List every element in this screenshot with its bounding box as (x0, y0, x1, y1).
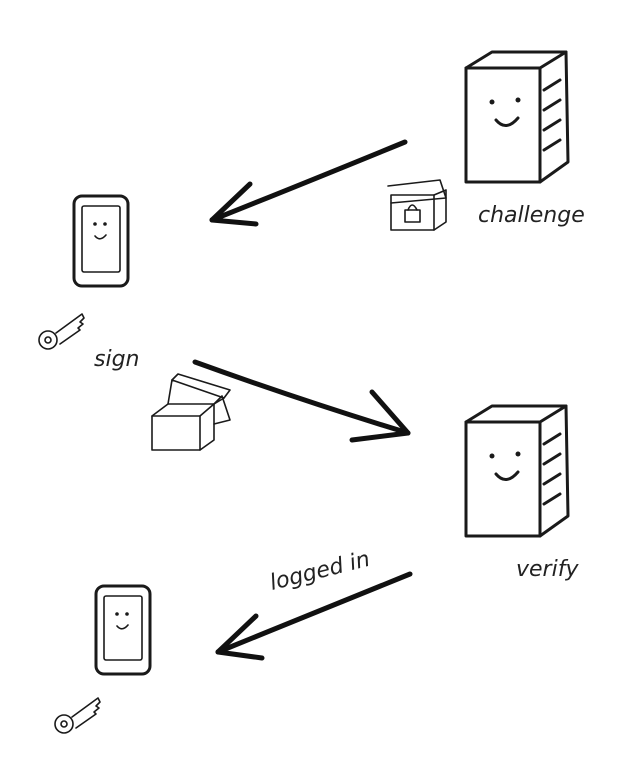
challenge-arrow (209, 139, 408, 227)
key-icon (54, 697, 101, 734)
verify-label: verify (516, 557, 579, 582)
sign-arrow (192, 359, 411, 443)
server-icon (464, 50, 570, 184)
phone-icon (72, 194, 130, 288)
logged-in-label: logged in (267, 547, 372, 596)
phone-icon (94, 584, 152, 676)
locked-box-icon (387, 179, 447, 231)
key-icon (38, 313, 85, 350)
sign-label: sign (94, 347, 139, 372)
logged-in-arrow (215, 571, 413, 661)
server-icon (464, 404, 570, 538)
challenge-label: challenge (478, 203, 585, 228)
open-box-icon (151, 373, 231, 451)
